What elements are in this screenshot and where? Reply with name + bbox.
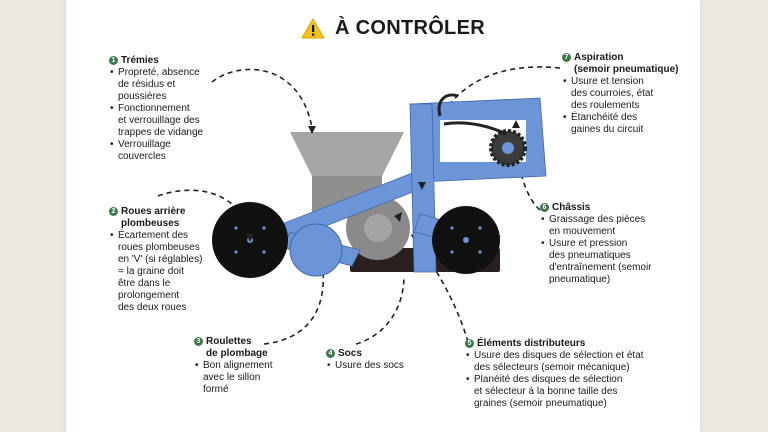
section-chassis: 6 Châssis Graissage des pièces en mouvem…: [540, 202, 680, 286]
item-line: = la graine doit: [118, 266, 184, 277]
item-line: roues plombeuses: [118, 242, 200, 253]
item-line: des pneumatiques: [549, 250, 631, 261]
belt: [443, 121, 507, 136]
section-number-badge: 3: [194, 337, 203, 346]
section-heading: 3 Roulettes de plombage: [194, 336, 304, 360]
item-line: des courroies, état: [571, 88, 654, 99]
section-number-badge: 6: [540, 203, 549, 212]
warning-triangle-icon: [301, 18, 325, 39]
section-number-badge: 5: [465, 339, 474, 348]
list-item: Verrouillage couvercles: [109, 139, 229, 163]
list-item: Usure et pression des pneumatiques d'ent…: [540, 238, 680, 286]
arrow-5: [394, 212, 402, 222]
section-number-badge: 7: [562, 53, 571, 62]
heading-line: de plombage: [206, 348, 268, 359]
item-line: de résidus et: [118, 79, 176, 90]
hopper: [290, 132, 404, 176]
item-line: Usure et pression: [549, 238, 628, 249]
section-socs: 4 Socs Usure des socs: [326, 348, 436, 372]
item-line: et verrouillage des: [118, 115, 200, 126]
heading-line: plombeuses: [121, 218, 180, 229]
item-line: d'entraînement (semoir: [549, 262, 652, 273]
item-line: pneumatique): [549, 274, 611, 285]
arrow-6: [512, 120, 520, 128]
arrow-2: [246, 234, 254, 242]
item-line: gaines du circuit: [571, 124, 644, 135]
item-line: et sélecteur à la bonne taille des: [474, 386, 618, 397]
heading-line: Roues arrière: [121, 206, 186, 217]
item-line: avec le sillon: [203, 372, 261, 383]
item-line: Planéité des disques de sélection: [474, 374, 623, 385]
list-item: Propreté, absence de résidus et poussièr…: [109, 67, 229, 103]
list-item: Fonctionnement et verrouillage des trapp…: [109, 103, 229, 139]
section-heading: 4 Socs: [326, 348, 436, 360]
item-line: en mouvement: [549, 226, 616, 237]
item-line: Étanchéité des: [571, 112, 638, 123]
heading-line: Roulettes: [206, 336, 252, 347]
arrow-1: [308, 126, 316, 134]
section-heading: 6 Châssis: [540, 202, 680, 214]
front-wheel-hub: [463, 237, 469, 243]
item-line: des roulements: [571, 100, 640, 111]
arrow-7: [418, 182, 426, 190]
list-item: Étanchéité des gaines du circuit: [562, 112, 692, 136]
page-title: À CONTRÔLER: [301, 17, 485, 40]
item-line: Usure et tension: [571, 76, 644, 87]
section-number-badge: 4: [326, 349, 335, 358]
heading-line: Éléments distributeurs: [477, 338, 586, 349]
section-tremies: 1 Trémies Propreté, absence de résidus e…: [109, 55, 229, 163]
heading-line: Socs: [338, 348, 362, 359]
item-line: Usure des socs: [335, 360, 404, 371]
section-heading: 5 Éléments distributeurs: [465, 338, 665, 350]
distributor-hub: [364, 214, 392, 242]
item-line: Verrouillage: [118, 139, 171, 150]
section-heading: 2 Roues arrière plombeuses: [109, 206, 229, 230]
item-line: Usure des disques de sélection et état: [474, 350, 644, 361]
section-number-badge: 2: [109, 207, 118, 216]
list-item: Planéité des disques de sélection et sél…: [465, 374, 665, 410]
gear-hub: [502, 142, 514, 154]
section-number-badge: 1: [109, 56, 118, 65]
item-line: Bon alignement: [203, 360, 273, 371]
item-line: Propreté, absence: [118, 67, 200, 78]
leader-line-4: [355, 275, 405, 345]
item-line: être dans le: [118, 278, 171, 289]
item-line: en 'V' (si réglables): [118, 254, 203, 265]
section-heading: 7 Aspiration (semoir pneumatique): [562, 52, 692, 76]
list-item: Écartement des roues plombeuses en 'V' (…: [109, 230, 229, 314]
section-aspiration: 7 Aspiration (semoir pneumatique) Usure …: [562, 52, 692, 136]
wheel-bolts: [234, 226, 482, 254]
section-heading: 1 Trémies: [109, 55, 229, 67]
list-item: Usure des disques de sélection et état d…: [465, 350, 665, 374]
item-line: Écartement des: [118, 230, 189, 241]
item-line: couvercles: [118, 151, 166, 162]
heading-line: Aspiration: [574, 52, 624, 63]
list-item: Graissage des pièces en mouvement: [540, 214, 680, 238]
heading-line: Châssis: [552, 202, 591, 213]
item-line: des sélecteurs (semoir mécanique): [474, 362, 630, 373]
heading-line: (semoir pneumatique): [574, 64, 679, 75]
item-line: Fonctionnement: [118, 103, 190, 114]
section-roulettes: 3 Roulettes de plombage Bon alignement a…: [194, 336, 304, 396]
item-line: poussières: [118, 91, 167, 102]
title-text: À CONTRÔLER: [335, 17, 485, 39]
arrow-heads: [246, 120, 520, 242]
list-item: Usure des socs: [326, 360, 436, 372]
list-item: Usure et tension des courroies, état des…: [562, 76, 692, 112]
leader-line-3: [263, 259, 325, 345]
item-line: prolongement: [118, 290, 180, 301]
heading-line: Trémies: [121, 55, 159, 66]
item-line: des deux roues: [118, 302, 187, 313]
gauge-roller: [289, 223, 343, 277]
item-line: Graissage des pièces: [549, 214, 646, 225]
item-line: formé: [203, 384, 229, 395]
section-elements-distributeurs: 5 Éléments distributeurs Usure des disqu…: [465, 338, 665, 410]
handle: [437, 93, 459, 117]
item-line: graines (semoir pneumatique): [474, 398, 607, 409]
item-line: trappes de vidange: [118, 127, 204, 138]
list-item: Bon alignement avec le sillon formé: [194, 360, 304, 396]
section-roues-arriere: 2 Roues arrière plombeuses Écartement de…: [109, 206, 229, 314]
